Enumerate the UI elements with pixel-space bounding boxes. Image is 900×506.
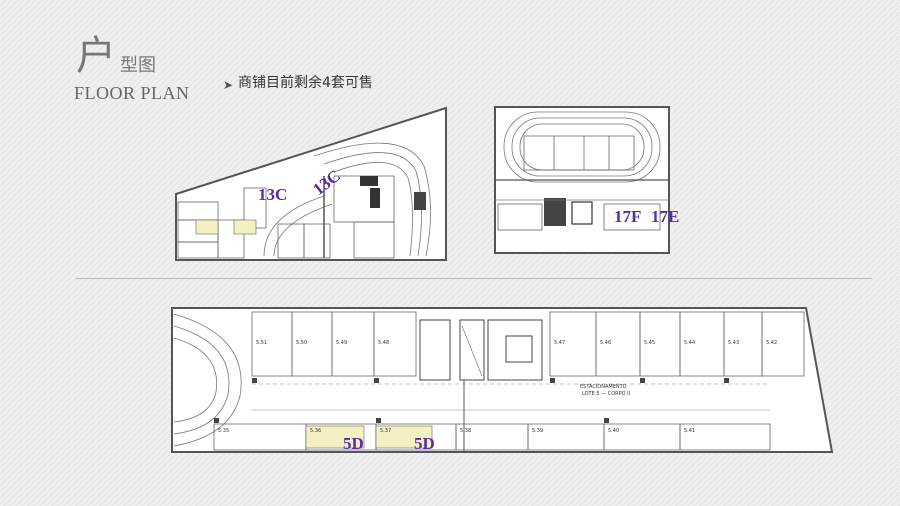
section-divider [76, 278, 872, 279]
unit-number: 5.47 [554, 340, 565, 346]
page-title-english: FLOOR PLAN [74, 83, 190, 103]
page-title: 户 [76, 33, 116, 79]
page-title-suffix: 型图 [120, 55, 156, 76]
parking-label: LOTE 5 — CORPO II [582, 391, 630, 397]
unit-number: 5.49 [336, 340, 347, 346]
unit-number: 5.40 [608, 428, 619, 434]
unit-number: 5.39 [532, 428, 543, 434]
unit-number: 5.36 [310, 428, 321, 434]
unit-number: 5.43 [728, 340, 739, 346]
parking-label: ESTACIONAMENTO [580, 384, 627, 390]
unit-label: 5D [343, 434, 364, 453]
unit-number: 5.37 [380, 428, 391, 434]
unit-number: 5.50 [296, 340, 307, 346]
unit-label: 17E [651, 207, 680, 226]
floor-plan-top-right [494, 106, 670, 254]
unit-number: 5.41 [684, 428, 695, 434]
unit-number: 5.44 [684, 340, 695, 346]
unit-number: 5.45 [644, 340, 655, 346]
availability-note: 商铺目前剩余4套可售 [238, 75, 373, 91]
unit-number: 5.48 [378, 340, 389, 346]
chevron-right-icon: ➤ [223, 78, 234, 92]
unit-number: 5.35 [218, 428, 229, 434]
unit-label: 5D [414, 434, 435, 453]
unit-number: 5.46 [600, 340, 611, 346]
unit-number: 5.42 [766, 340, 777, 346]
unit-label: 13C [258, 185, 288, 204]
unit-label: 17F [614, 207, 642, 226]
floor-plan-top-left [175, 106, 447, 261]
floor-plan-bottom: 5.51 5.50 5.49 5.48 5.47 5.46 5.45 5.44 … [171, 307, 834, 453]
unit-number: 5.38 [460, 428, 471, 434]
unit-number: 5.51 [256, 340, 267, 346]
